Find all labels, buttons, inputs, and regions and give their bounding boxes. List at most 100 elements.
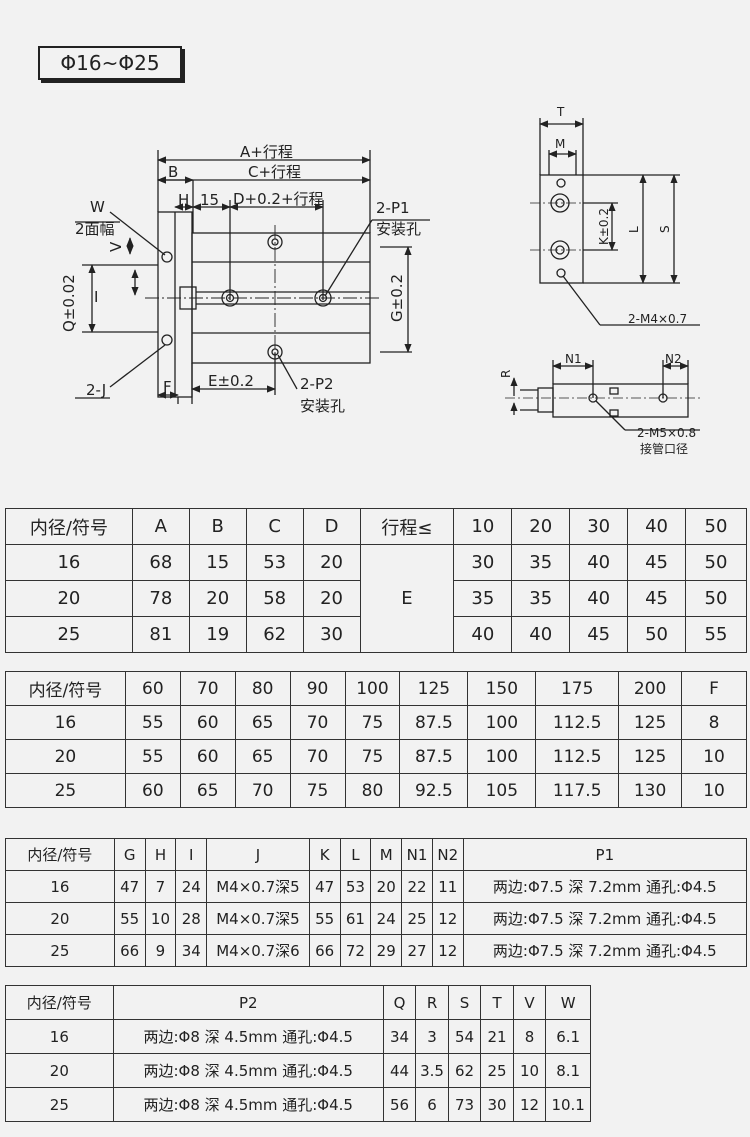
label-a-stroke: A+行程 [240,143,293,161]
label-m5-sub: 接管口径 [640,441,688,456]
header-cell: 70 [179,671,236,706]
table-cell: 40 [569,580,629,617]
table-row: 20 78 20 58 20 35 35 40 45 50 [5,580,747,617]
table-cell: 68 [131,544,190,581]
label-e: E±0.2 [208,372,254,390]
label-k: K±0.2 [597,208,611,245]
header-cell: 60 [124,671,181,706]
table-cell: 20 [302,580,361,617]
table-cell: 20 [5,1053,114,1088]
label-h: H [178,191,189,209]
table-cell: 10.1 [545,1087,591,1122]
table-cell: 16 [5,870,115,903]
header-cell: N1 [401,838,433,871]
label-d-stroke: D+0.2+行程 [233,190,324,208]
table-row: 20 55 60 65 70 75 87.5 100 112.5 125 10 [5,739,747,774]
table-cell: 65 [234,739,291,774]
header-cell: J [206,838,310,871]
model-range-title: Φ16~Φ25 [38,46,182,80]
header-cell: 内径/符号 [5,671,126,706]
label-i: I [94,288,98,306]
dimension-table-3: 内径/符号 G H I J K L M N1 N2 P1 16 47 7 24 … [5,838,748,967]
table-cell: 70 [234,773,291,808]
table-cell: 56 [382,1087,417,1122]
table-cell: 78 [131,580,190,617]
table-cell: 60 [179,739,236,774]
table-cell: 7 [144,870,177,903]
table-cell: 65 [234,705,291,740]
table-cell: 53 [245,544,304,581]
header-cell: 100 [344,671,401,706]
table-cell: 100 [467,739,537,774]
table-cell: 55 [685,616,747,653]
label-w-sub: 2面幅 [75,220,115,238]
table-row: 16 47 7 24 M4×0.7深5 47 53 20 22 11 两边:Φ7… [5,870,748,903]
table-cell: 45 [569,616,629,653]
table-row: 20 两边:Φ8 深 4.5mm 通孔:Φ4.5 44 3.5 62 25 10… [5,1053,591,1088]
table-cell: 16 [5,705,126,740]
dimension-table-4: 内径/符号 P2 Q R S T V W 16 两边:Φ8 深 4.5mm 通孔… [5,985,591,1122]
table-cell: 44 [382,1053,417,1088]
table-cell: 75 [344,739,401,774]
table-cell: 92.5 [399,773,469,808]
table-cell: 72 [339,934,372,967]
table-cell: 两边:Φ8 深 4.5mm 通孔:Φ4.5 [112,1019,384,1054]
table-cell: 6.1 [545,1019,591,1054]
table-cell: 45 [627,580,687,617]
header-cell: W [545,985,591,1020]
table-cell: 25 [5,934,115,967]
header-cell: Q [382,985,417,1020]
table-cell: 20 [188,580,247,617]
label-m4: 2-M4×0.7 [628,312,687,326]
technical-drawing: A+行程 C+行程 B W 2面幅 H 15 D+0.2+行程 2-P1 安装孔… [60,105,700,456]
table-cell: 55 [124,739,181,774]
table-cell: 125 [618,705,683,740]
table-cell: 66 [308,934,341,967]
table-cell: 50 [685,580,747,617]
label-j: 2-J [86,381,106,399]
label-v: V [107,241,125,252]
table-cell: 24 [175,870,208,903]
label-p2-sub: 安装孔 [300,397,345,415]
table-cell: 25 [5,773,126,808]
table-cell: 3.5 [415,1053,449,1088]
table-cell: 6 [415,1087,449,1122]
table-cell: 25 [401,902,433,935]
table-header-row: 内径/符号 G H I J K L M N1 N2 P1 [5,838,748,871]
table-cell: 112.5 [535,739,620,774]
table-cell: 62 [245,616,304,653]
table-cell: 28 [175,902,208,935]
table-cell: 29 [370,934,403,967]
header-cell: 150 [467,671,537,706]
label-15: 15 [200,191,219,209]
table-cell: 15 [188,544,247,581]
table-cell: 16 [5,544,133,581]
table-cell: 25 [480,1053,514,1088]
header-cell: 175 [535,671,620,706]
table-cell: 60 [124,773,181,808]
table-cell: 61 [339,902,372,935]
table-cell: 20 [5,902,115,935]
table-header-row: 内径/符号 A B C D 行程≤ 10 20 30 40 50 [5,508,747,545]
label-w: W [90,198,105,216]
table-cell: 75 [344,705,401,740]
label-l: L [627,226,641,233]
table-cell: 55 [124,705,181,740]
table-cell: 8.1 [545,1053,591,1088]
table-cell: 10 [512,1053,547,1088]
table-cell: 34 [382,1019,417,1054]
dimension-table-2: 内径/符号 60 70 80 90 100 125 150 175 200 F … [5,671,747,808]
table-cell: 12 [512,1087,547,1122]
header-cell: G [113,838,146,871]
table-cell: 80 [344,773,401,808]
table-cell: 30 [453,544,513,581]
table-cell: 20 [5,739,126,774]
table-cell: 60 [179,705,236,740]
table-row: 20 55 10 28 M4×0.7深5 55 61 24 25 12 两边:Φ… [5,902,748,935]
label-s: S [658,225,672,233]
table-cell: 54 [447,1019,482,1054]
table-cell: 70 [289,739,346,774]
table-cell: 40 [511,616,571,653]
table-cell: 100 [467,705,537,740]
table-cell: 75 [289,773,346,808]
